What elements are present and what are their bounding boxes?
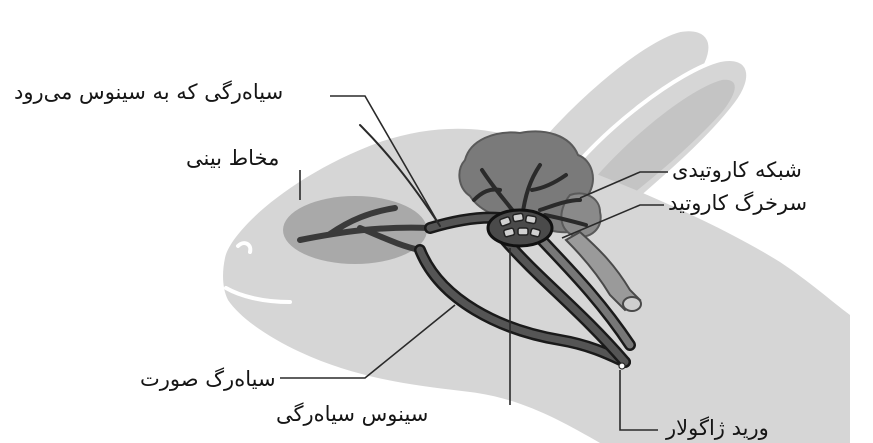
label-nasal-mucosa: مخاط بینی	[186, 148, 279, 169]
spinal-cord-end	[623, 297, 641, 311]
jugular-vein-marker	[619, 363, 625, 369]
label-carotid-rete: شبکه کاروتیدی	[672, 160, 802, 181]
label-venous-sinus: سینوس سیاه‌رگی	[276, 404, 428, 425]
label-jugular-vein: ورید ژاگولار	[666, 418, 769, 439]
label-carotid-artery: سرخرگ کاروتید	[668, 193, 807, 214]
label-facial-vein: سیاه‌رگ صورت	[140, 369, 276, 390]
label-vein-to-sinus: سیاه‌رگی که به سینوس می‌رود	[14, 82, 283, 103]
